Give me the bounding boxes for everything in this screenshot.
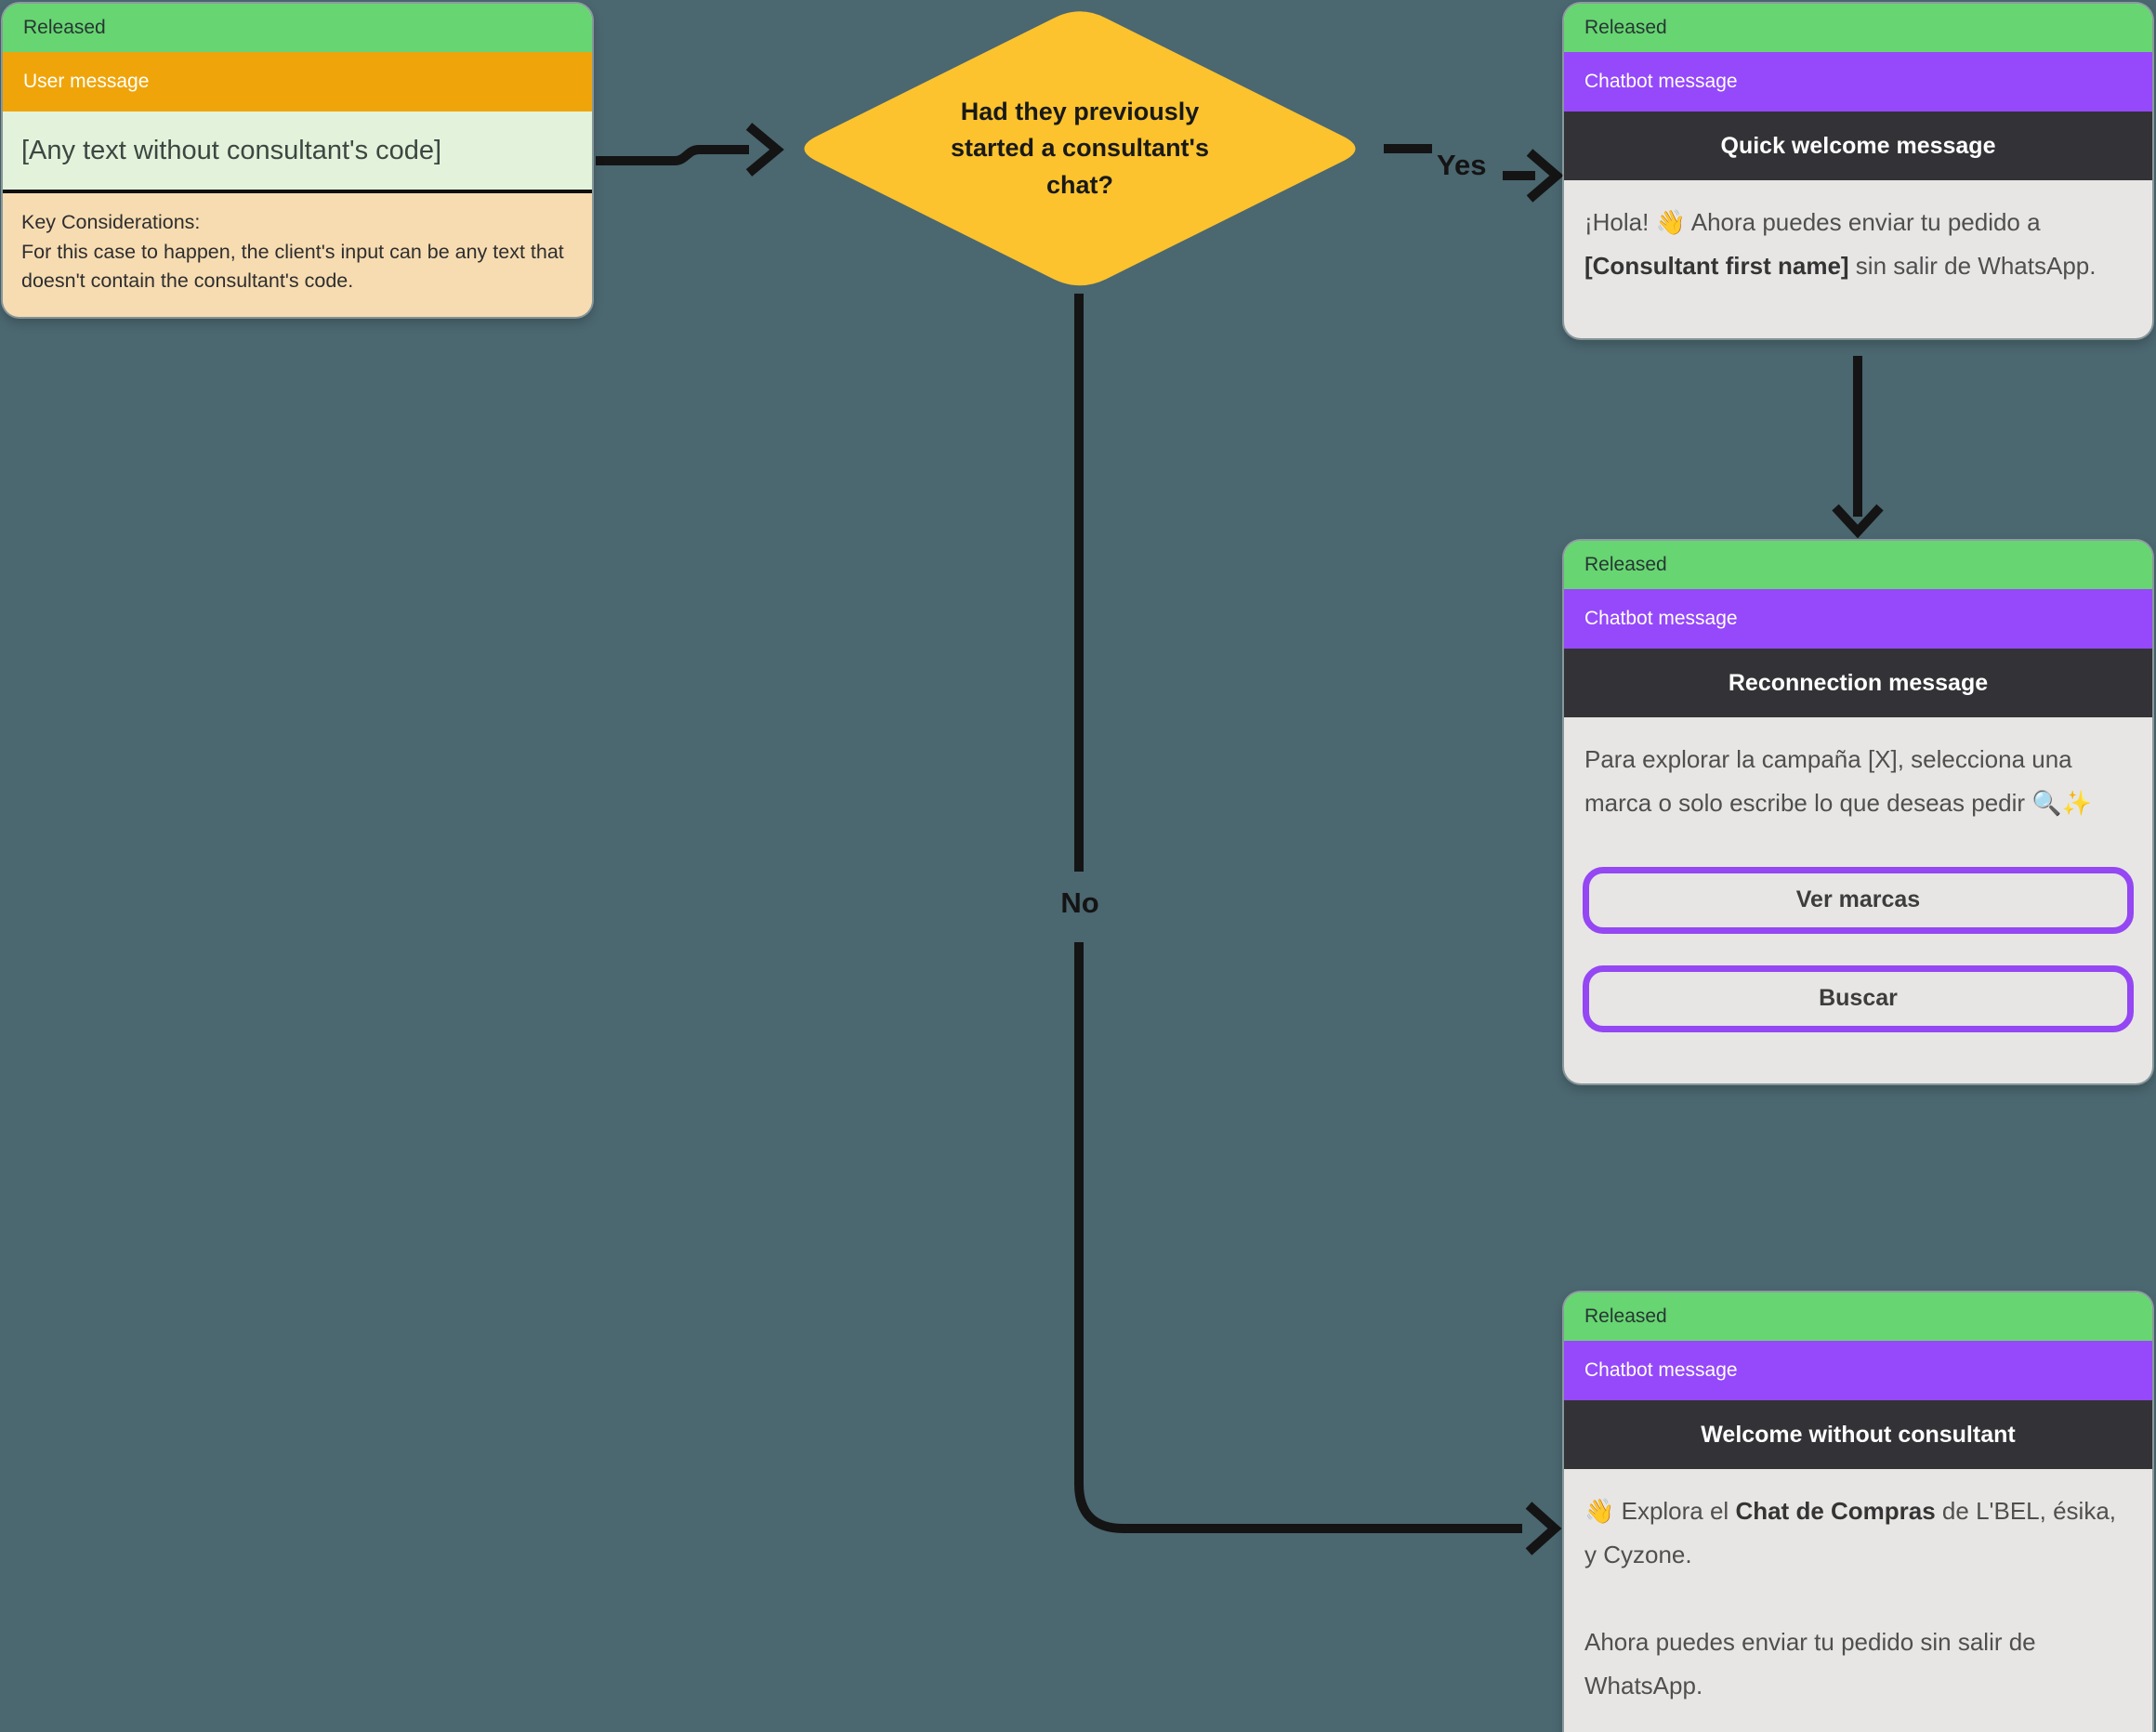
welcome-without-consultant-card[interactable]: Released Chatbot message Welcome without… bbox=[1564, 1292, 2152, 1732]
key-considerations-note: Key Considerations: For this case to hap… bbox=[3, 193, 592, 317]
quick-reply-buttons: Ver marcas Buscar bbox=[1564, 850, 2152, 1036]
no-arrow-head bbox=[1525, 1502, 1562, 1555]
chatbot-message-kind-label: Chatbot message bbox=[1564, 1341, 2152, 1400]
user-message-kind-label: User message bbox=[3, 52, 592, 112]
key-considerations-title: Key Considerations: bbox=[21, 211, 201, 233]
no-edge-label: No bbox=[1060, 886, 1099, 919]
decision-diamond-shape[interactable] bbox=[804, 11, 1356, 286]
card-title: Reconnection message bbox=[1564, 649, 2152, 717]
decision-diamond[interactable]: Had they previously started a consultant… bbox=[791, 6, 1369, 292]
key-considerations-body: For this case to happen, the client's in… bbox=[21, 240, 564, 293]
decision-question: Had they previously started a consultant… bbox=[951, 98, 1209, 199]
chatbot-message-kind-label: Chatbot message bbox=[1564, 589, 2152, 649]
status-badge: Released bbox=[1564, 1292, 2152, 1341]
arrow-user-to-decision-head bbox=[745, 123, 784, 177]
card-body-paragraph: 👋 Explora el Chat de Compras de L'BEL, é… bbox=[1584, 1497, 2117, 1569]
status-badge: Released bbox=[3, 4, 592, 52]
ver-marcas-button[interactable]: Ver marcas bbox=[1583, 866, 2134, 934]
user-message-card[interactable]: Released User message [Any text without … bbox=[3, 4, 592, 317]
status-badge: Released bbox=[1564, 4, 2152, 52]
no-connector-lower bbox=[1074, 942, 1522, 1533]
card-title: Quick welcome message bbox=[1564, 112, 2152, 180]
reconnection-card[interactable]: Released Chatbot message Reconnection me… bbox=[1564, 541, 2152, 1083]
card-body-text: 👋 Explora el Chat de Compras de L'BEL, é… bbox=[1564, 1469, 2152, 1732]
card-body-text: ¡Hola! 👋 Ahora puedes enviar tu pedido a… bbox=[1584, 208, 2097, 281]
quick-welcome-card[interactable]: Released Chatbot message Quick welcome m… bbox=[1564, 4, 2152, 338]
card-title: Welcome without consultant bbox=[1564, 1400, 2152, 1469]
buscar-button[interactable]: Buscar bbox=[1583, 964, 2134, 1032]
yes-arrow-head bbox=[1526, 149, 1564, 203]
card-body-paragraph: Ahora puedes enviar tu pedido sin salir … bbox=[1584, 1627, 2036, 1699]
arrow-user-to-decision bbox=[596, 145, 749, 165]
user-message-text: [Any text without consultant's code] bbox=[3, 112, 592, 193]
status-badge: Released bbox=[1564, 541, 2152, 589]
yes-edge-label: Yes bbox=[1437, 149, 1487, 181]
chatbot-message-kind-label: Chatbot message bbox=[1564, 52, 2152, 112]
arrow-quick-to-reconnection-head bbox=[1832, 504, 1884, 539]
card-body-text: Para explorar la campaña [X], selecciona… bbox=[1584, 745, 2093, 818]
